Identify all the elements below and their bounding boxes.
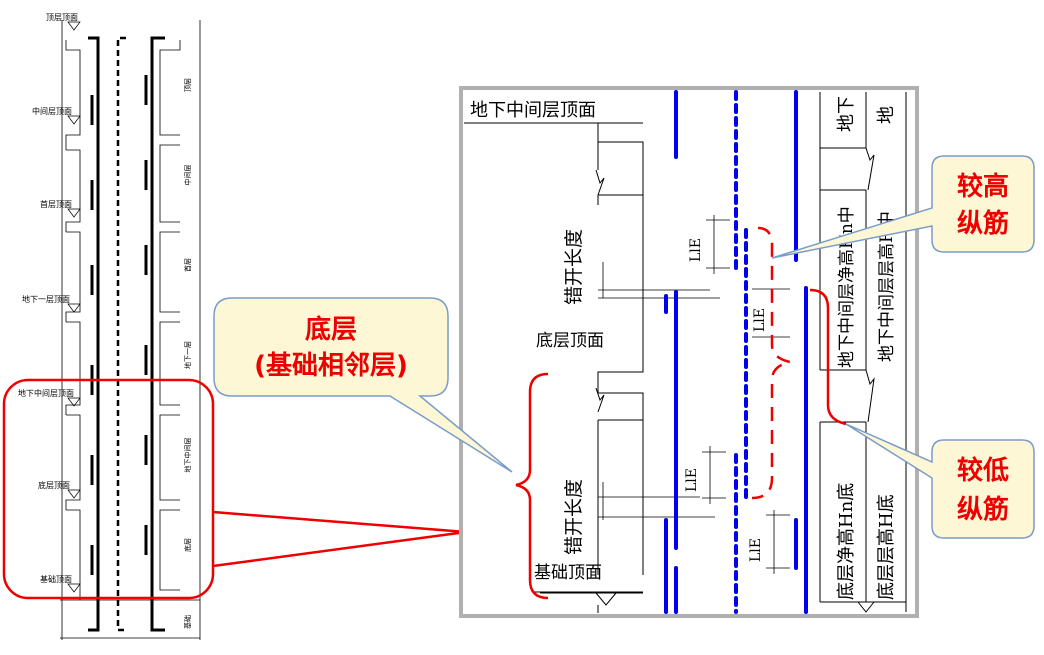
callout-bottom-layer-line2: (基础相邻层)	[254, 351, 408, 381]
lap-label-upper: LlE	[688, 238, 704, 262]
lap-label-lower: LlE	[684, 468, 700, 492]
zoom-bottom-mark: 基础顶面	[534, 563, 602, 583]
callout-lower-bar	[845, 423, 1035, 539]
side-top: 顶层	[184, 78, 192, 92]
right-top-a: 地下	[836, 96, 857, 132]
higher-bar-bracket	[751, 226, 791, 500]
left-column-diagram	[60, 20, 201, 640]
side-basement-1: 地下一层	[183, 341, 192, 369]
left-highlight-pointer	[212, 510, 467, 568]
lower-bar-bracket	[809, 288, 847, 426]
callout-bottom-layer-line1: 底层	[305, 314, 357, 345]
stagger-label-lower: 错开长度	[563, 479, 585, 555]
mark-foundation: 基础顶面	[40, 574, 72, 584]
callout-higher-bar-line2: 纵筋	[957, 208, 1009, 239]
mark-basement-1: 地下一层顶面	[22, 294, 70, 304]
bottom-layer-bracket	[515, 372, 549, 600]
zoom-top-mark: 地下中间层顶面	[470, 100, 596, 121]
mark-basement-mid: 地下中间层顶面	[18, 388, 74, 398]
callout-lower-bar-line2: 纵筋	[957, 494, 1009, 525]
lap-label-mid: LlE	[752, 308, 768, 332]
side-foundation: 基础	[183, 615, 192, 629]
callout-higher-bar	[771, 155, 1035, 259]
callout-lower-bar-line1: 较低	[957, 455, 1009, 486]
mark-bottom-floor: 底层顶面	[38, 480, 70, 490]
left-rebar-outer	[88, 36, 100, 632]
mark-middle-floor: 中间层顶面	[32, 106, 72, 116]
callout-higher-bar-line1: 较高	[957, 171, 1009, 202]
mark-top-floor: 顶层顶面	[46, 13, 78, 22]
zoom-mid-mark: 底层顶面	[536, 331, 604, 351]
side-basement-mid: 地下中间层	[183, 438, 192, 473]
lap-label-lower-right: LlE	[748, 538, 764, 562]
right-col1-upper: 地下中间层净高Hn中	[837, 206, 857, 368]
callout-bottom-layer	[213, 297, 513, 473]
side-bottom: 底层	[183, 538, 192, 552]
left-highlight-box	[2, 378, 215, 600]
mark-first-floor: 首层顶面	[40, 199, 72, 209]
middle-rebar-dashed	[116, 36, 126, 632]
right-col2-lower: 底层层高H底	[876, 494, 897, 600]
right-col1-lower: 底层净高Hn底	[836, 483, 857, 600]
side-first: 首层	[183, 258, 192, 272]
stagger-label-upper: 错开长度	[563, 229, 585, 305]
right-rebar-outer	[150, 36, 165, 632]
zoom-panel	[459, 86, 919, 618]
right-top-b: 地	[876, 106, 897, 124]
right-col2-upper: 地下中间层层高H中	[877, 211, 897, 362]
side-middle: 中间层	[183, 165, 192, 186]
